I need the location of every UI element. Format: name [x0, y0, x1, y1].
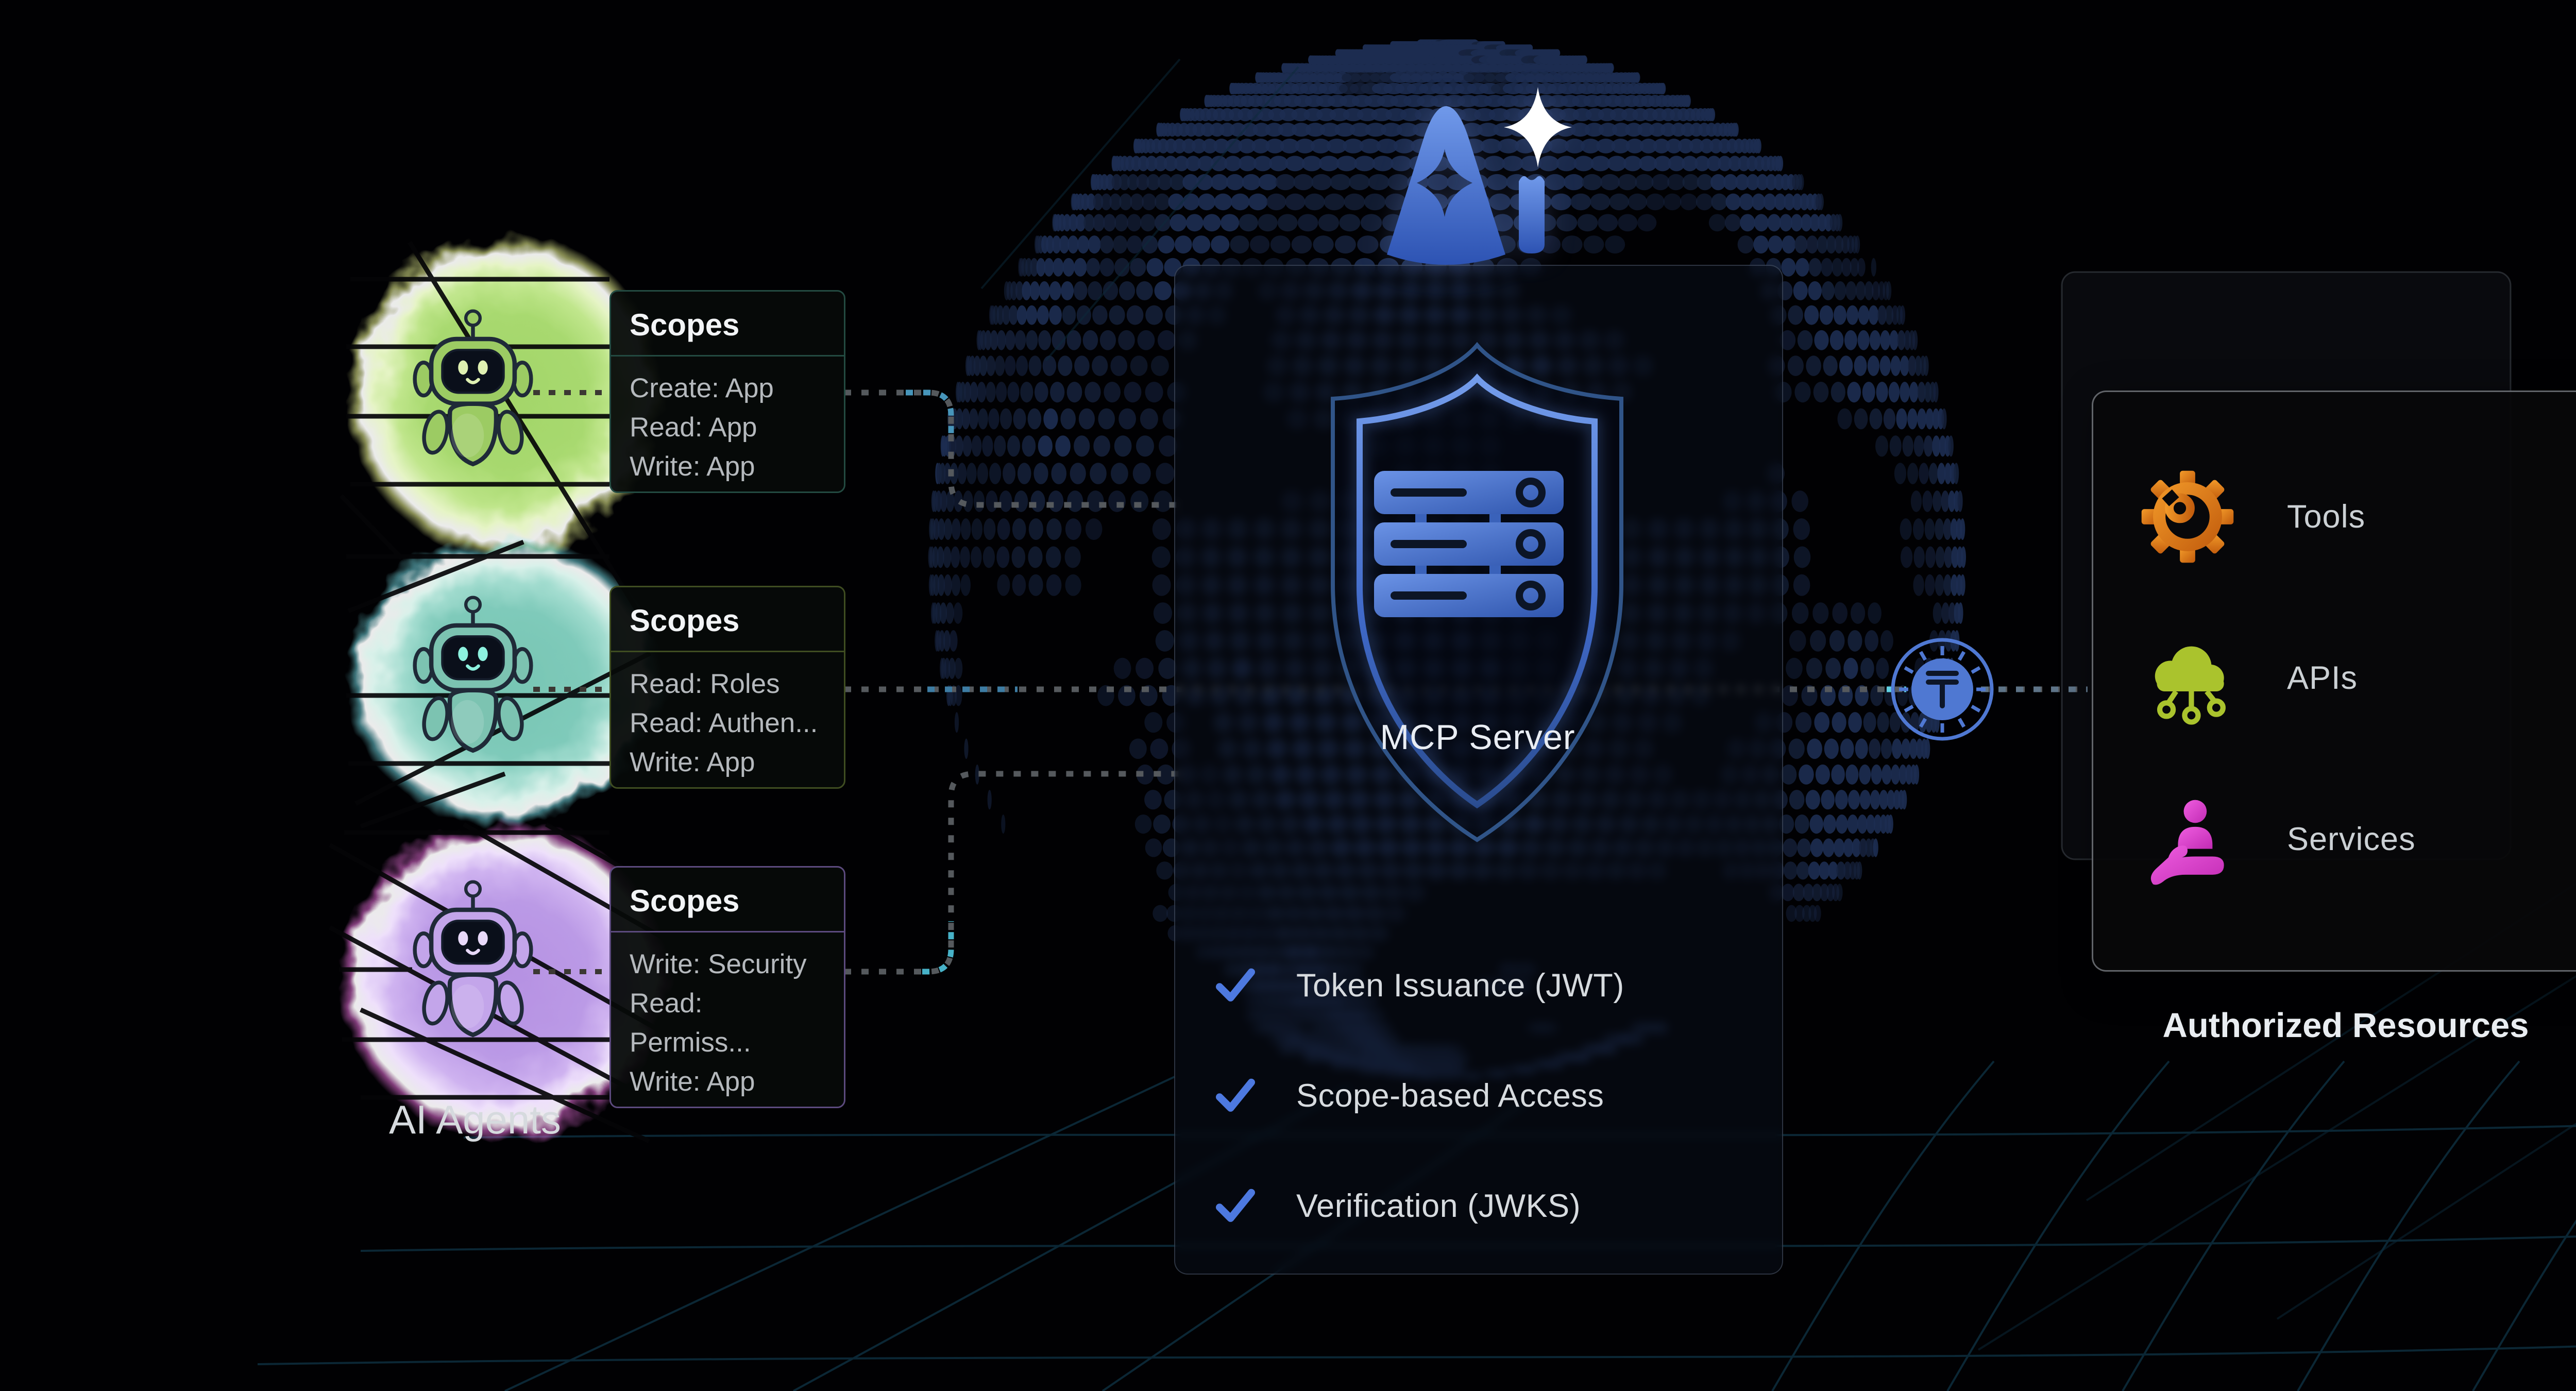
check-icon: [1216, 968, 1255, 1002]
connector-agent1-accent: [906, 389, 954, 436]
logo-letter-i: [1519, 176, 1545, 253]
authorized-resources-title: Authorized Resources: [2162, 1006, 2529, 1045]
separator: [611, 355, 844, 357]
connector-agent3: [844, 771, 1183, 975]
scope-card-3: Scopes Write: Security Read: Permiss... …: [609, 866, 845, 1108]
feature-row: Verification (JWKS): [1216, 1183, 1762, 1229]
scope-card-title: Scopes: [630, 603, 740, 638]
separator: [611, 651, 844, 652]
resource-label: APIs: [2287, 660, 2358, 696]
separator: [611, 931, 844, 932]
resource-row-services: Services: [2140, 788, 2572, 891]
feature-label: Token Issuance (JWT): [1296, 968, 1624, 1004]
scope-card-title: Scopes: [630, 308, 740, 342]
resource-row-apis: APIs: [2140, 626, 2572, 730]
scope-card-1: Scopes Create: App Read: App Write: App: [609, 290, 845, 493]
robot-teal-icon: [407, 591, 539, 761]
hand-user-icon: [2150, 800, 2224, 885]
mcp-server-label: MCP Server: [1380, 718, 1575, 757]
ai-logo: [1387, 87, 1572, 265]
gear-wrench-icon: [2141, 470, 2234, 563]
feature-row: Scope-based Access: [1216, 1073, 1762, 1119]
check-icon: [1216, 1189, 1255, 1222]
feature-label: Scope-based Access: [1296, 1078, 1604, 1114]
server-rack-icon: [1374, 471, 1564, 617]
check-icon: [1216, 1078, 1255, 1112]
resource-label: Services: [2287, 821, 2416, 857]
shield-icon: [1331, 342, 1623, 842]
scope-line: Read: App: [630, 412, 757, 443]
token-coin-icon: [1891, 638, 1994, 741]
sparkle-icon: [1504, 87, 1572, 167]
authorized-resources-panel: Tools APIs Services: [2092, 391, 2576, 972]
scope-line: Read: Roles: [630, 669, 780, 699]
robot-purple-icon: [407, 876, 539, 1046]
scope-line: Read: Authen...: [630, 708, 818, 738]
connector-agent3-accent: [922, 921, 954, 975]
scope-card-2: Scopes Read: Roles Read: Authen... Write…: [609, 586, 845, 789]
robot-green-icon: [407, 305, 539, 475]
scope-line: Write: Security: [630, 949, 807, 979]
scope-line: Write: App: [630, 451, 755, 482]
scope-line: Read: Permiss...: [630, 988, 751, 1058]
scope-line: Write: App: [630, 1066, 755, 1097]
agents-group-label: AI Agents: [389, 1097, 561, 1142]
cloud-network-icon: [2155, 646, 2226, 725]
scope-line: Write: App: [630, 747, 755, 777]
resource-label: Tools: [2287, 499, 2366, 535]
logo-letter-a: [1387, 106, 1505, 265]
resource-row-tools: Tools: [2140, 465, 2572, 568]
scope-line: Create: App: [630, 373, 774, 403]
feature-row: Token Issuance (JWT): [1216, 962, 1762, 1009]
feature-label: Verification (JWKS): [1296, 1188, 1581, 1224]
scope-card-title: Scopes: [630, 884, 740, 918]
connector-agent1: [844, 389, 1183, 508]
